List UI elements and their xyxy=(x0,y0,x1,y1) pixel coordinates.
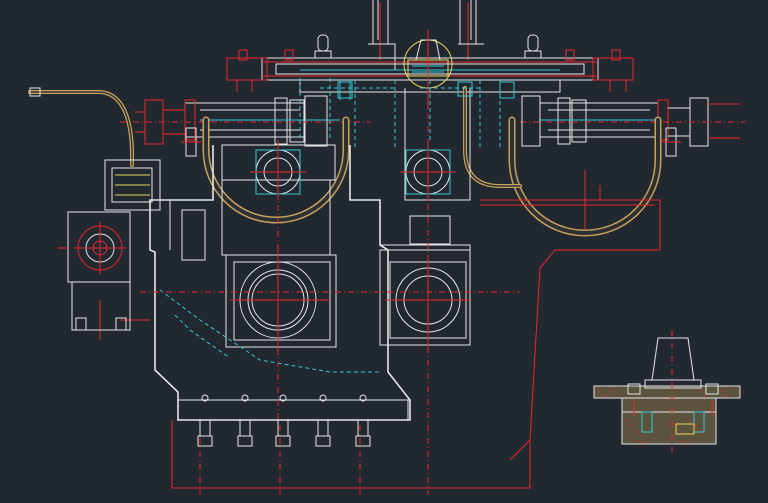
main-housing xyxy=(149,88,471,421)
left-pipe-assembly xyxy=(120,95,370,147)
bottom-bolts xyxy=(197,394,371,447)
detail-section-view xyxy=(593,330,741,452)
top-center-detail xyxy=(403,30,453,110)
left-gearbox xyxy=(58,159,161,331)
right-pipe-assembly xyxy=(520,95,745,147)
pipe-clamps xyxy=(181,127,681,157)
top-crossbar xyxy=(226,34,634,93)
red-frame xyxy=(99,100,661,495)
hoses xyxy=(28,86,662,237)
hidden-lines xyxy=(159,78,515,373)
top-lifting-arms xyxy=(368,0,484,70)
